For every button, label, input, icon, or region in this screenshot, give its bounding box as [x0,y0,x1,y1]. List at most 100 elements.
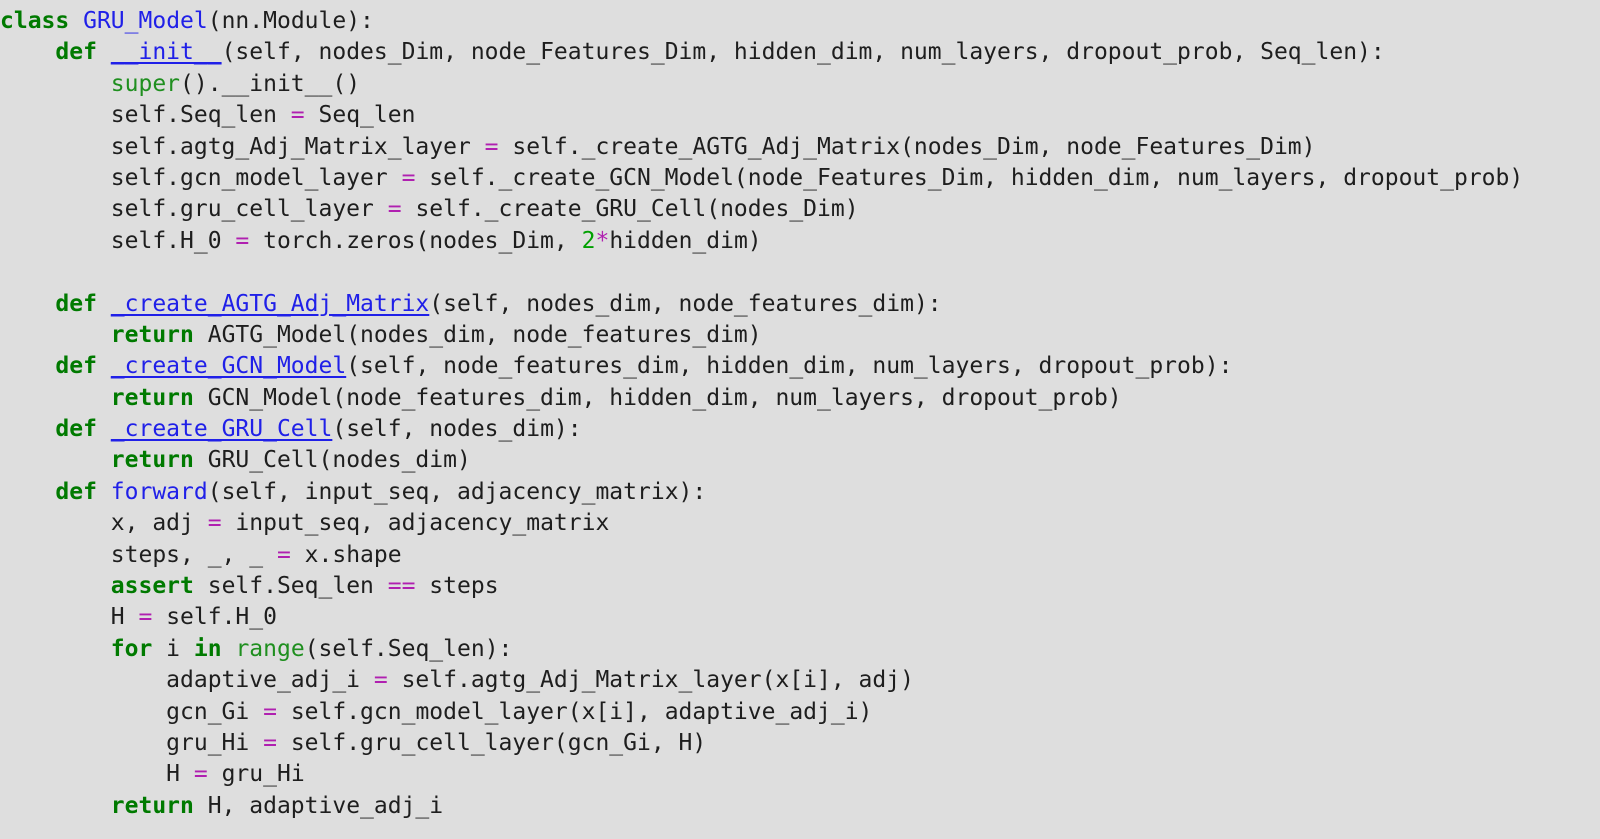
keyword-token: def [55,353,97,380]
code-line: def __init__(self, nodes_Dim, node_Featu… [0,37,1600,68]
code-text: self.Seq_len [193,573,388,600]
code-line: for i in range(self.Seq_len): [0,634,1600,665]
definition-token: _create_AGTG_Adj_Matrix [110,290,430,317]
builtin-token: range [235,635,305,662]
code-line: self.gcn_model_layer = self._create_GCN_… [0,163,1600,194]
code-text [0,447,111,473]
operator-token: * [595,227,610,254]
code-text: x, adj [0,510,208,537]
code-line: self.H_0 = torch.zeros(nodes_Dim, 2*hidd… [0,226,1600,257]
code-text: (self.Seq_len): [304,635,513,662]
code-text: self.agtg_Adj_Matrix_layer [0,133,485,160]
operator-token: = [207,510,222,537]
code-text: steps [415,573,499,600]
code-text: self._create_GCN_Model(node_Features_Dim… [415,164,1524,191]
code-text [0,793,111,819]
code-text: hidden_dim) [609,227,762,254]
code-line: class GRU_Model(nn.Module): [0,6,1600,37]
code-line: gru_Hi = self.gru_cell_layer(gcn_Gi, H) [0,728,1600,759]
code-text: input_seq, adjacency_matrix [221,510,610,537]
operator-token: = [484,133,499,160]
code-text: (self, nodes_dim): [332,416,582,443]
code-text [97,416,111,442]
operator-token: = [276,541,291,568]
code-text [0,71,111,97]
code-text [97,291,111,317]
keyword-token: in [193,635,222,662]
code-line: return AGTG_Model(nodes_dim, node_featur… [0,320,1600,351]
code-text [97,39,111,65]
code-line: def _create_GCN_Model(self, node_feature… [0,351,1600,382]
definition-token: _create_GRU_Cell [110,416,333,443]
name-token: GRU_Model [83,8,208,34]
code-text: torch.zeros(nodes_Dim, [249,227,582,254]
code-text [0,416,55,442]
code-text: adaptive_adj_i [0,667,374,694]
code-text: self._create_AGTG_Adj_Matrix(nodes_Dim, … [498,133,1316,160]
code-text: self.gcn_model_layer(x[i], adaptive_adj_… [276,698,873,725]
keyword-token: def [55,290,97,317]
code-text [222,636,236,662]
code-text: self._create_GRU_Cell(nodes_Dim) [401,196,859,223]
keyword-token: for [110,635,153,662]
name-token: forward [110,478,208,505]
code-line: def forward(self, input_seq, adjacency_m… [0,477,1600,508]
code-text [0,291,55,317]
keyword-token: return [110,321,194,348]
code-text: (self, nodes_dim, node_features_dim): [429,290,942,317]
keyword-token: def [55,416,97,443]
operator-token: = [373,667,388,694]
keyword-token: def [55,39,97,66]
code-text [69,8,83,34]
code-line: def _create_GRU_Cell(self, nodes_dim): [0,414,1600,445]
code-line: self.gru_cell_layer = self._create_GRU_C… [0,194,1600,225]
operator-token: = [401,164,416,191]
operator-token: = [193,761,208,788]
code-text: (nn.Module): [207,8,374,34]
code-text: i [152,635,194,662]
definition-token: __init__ [110,39,222,66]
code-text: H, adaptive_adj_i [193,792,444,819]
code-line: self.Seq_len = Seq_len [0,100,1600,131]
code-text: gru_Hi [207,761,305,788]
number-token: 2 [581,227,596,254]
code-line: return GRU_Cell(nodes_dim) [0,445,1600,476]
code-line: x, adj = input_seq, adjacency_matrix [0,508,1600,539]
code-line: steps, _, _ = x.shape [0,540,1600,571]
keyword-token: return [110,447,194,474]
code-line: adaptive_adj_i = self.agtg_Adj_Matrix_la… [0,665,1600,696]
builtin-token: super [110,70,181,97]
operator-token: == [387,573,416,600]
operator-token: = [263,729,277,756]
code-text [0,573,111,599]
code-text: self.H_0 [152,604,277,631]
code-text [97,353,111,379]
code-text: x.shape [290,541,402,568]
code-text: gcn_Gi [0,698,264,725]
code-text [97,479,111,505]
code-text: ().__init__() [180,70,361,97]
code-line: assert self.Seq_len == steps [0,571,1600,602]
code-line [0,257,1600,288]
code-line: H = self.H_0 [0,602,1600,633]
keyword-token: assert [110,573,194,600]
code-text [0,479,55,505]
operator-token: = [263,698,277,725]
code-line: super().__init__() [0,69,1600,100]
code-line: gcn_Gi = self.gcn_model_layer(x[i], adap… [0,697,1600,728]
code-text: AGTG_Model(nodes_dim, node_features_dim) [193,321,762,348]
code-text [0,636,111,662]
code-line: def _create_AGTG_Adj_Matrix(self, nodes_… [0,289,1600,320]
code-text: steps, _, _ [0,541,277,568]
operator-token: = [290,102,305,129]
code-text: (self, nodes_Dim, node_Features_Dim, hid… [221,39,1385,66]
operator-token: = [387,196,402,223]
code-text: Seq_len [304,102,416,129]
code-text: (self, input_seq, adjacency_matrix): [207,478,707,505]
code-line: self.agtg_Adj_Matrix_layer = self._creat… [0,132,1600,163]
operator-token: = [138,604,153,631]
code-text: self.Seq_len [0,102,291,129]
code-line: return H, adaptive_adj_i [0,791,1600,822]
code-text: H [0,761,194,788]
